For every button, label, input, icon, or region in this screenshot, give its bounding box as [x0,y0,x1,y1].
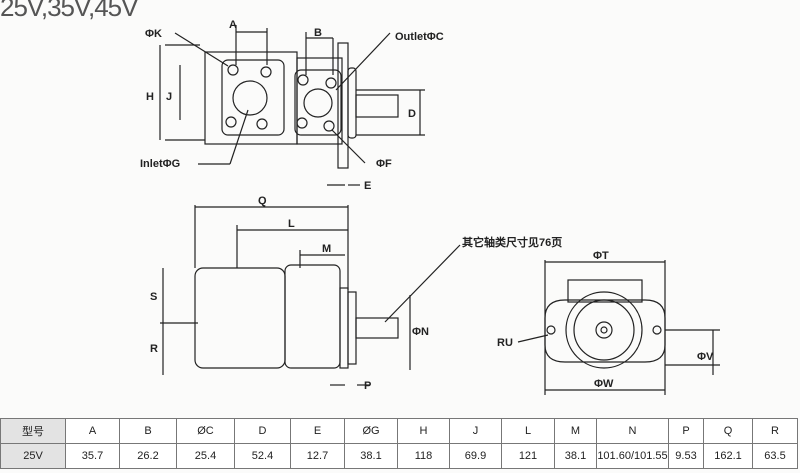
dim-B: B [314,27,322,39]
cell: 12.7 [290,443,345,469]
dim-H: H [146,91,154,103]
dim-RU: RU [497,337,513,349]
header-cell: R [752,418,798,444]
table-header-row: 型号 A B ØC D E ØG H J L M N P Q R [0,418,798,444]
dimension-table: 型号 A B ØC D E ØG H J L M N P Q R 25V 35.… [0,418,798,469]
dim-outlet: OutletΦC [395,31,444,43]
cell: 38.1 [344,443,398,469]
header-cell: Q [703,418,753,444]
cell: 9.53 [668,443,704,469]
header-cell: N [596,418,669,444]
dim-F: ΦF [376,158,392,170]
dim-K: ΦK [145,28,162,40]
cell: 25V [0,443,66,469]
dim-J: J [166,91,172,103]
header-cell: P [668,418,704,444]
dim-T: ΦT [593,250,609,262]
cell: 38.1 [554,443,597,469]
dim-V: ΦV [697,351,714,363]
dim-S: S [150,291,157,303]
dim-M: M [322,243,331,255]
front-view: Q L M S R ΦN P 其它轴类尺寸见76页 [150,195,562,392]
cell: 63.5 [752,443,798,469]
header-cell: L [501,418,555,444]
header-cell: M [554,418,597,444]
cell: 52.4 [234,443,291,469]
cell: 162.1 [703,443,753,469]
shaft-note: 其它轴类尺寸见76页 [462,235,562,249]
dim-N: ΦN [412,326,429,338]
header-cell: ØC [176,418,235,444]
technical-drawing: A B ΦK OutletΦC H J D InletΦG ΦF E Q L M… [140,19,720,395]
dim-P: P [364,380,371,392]
dim-R: R [150,343,158,355]
cell: 69.9 [449,443,502,469]
header-cell: H [397,418,450,444]
dim-inlet: InletΦG [140,158,180,170]
dim-D: D [408,108,416,120]
header-cell: D [234,418,291,444]
cell: 35.7 [65,443,120,469]
dim-A: A [229,19,237,31]
header-cell: A [65,418,120,444]
cell: 121 [501,443,555,469]
page-title: 25V,35V,45V [0,0,138,22]
header-cell: J [449,418,502,444]
header-cell: 型号 [0,418,66,444]
header-cell: ØG [344,418,398,444]
header-cell: E [290,418,345,444]
dim-Q: Q [258,195,267,207]
cell: 118 [397,443,450,469]
dim-L: L [288,218,295,230]
top-view: A B ΦK OutletΦC H J D InletΦG ΦF E [140,19,444,192]
table-row: 25V 35.7 26.2 25.4 52.4 12.7 38.1 118 69… [0,443,798,469]
dim-W: ΦW [594,378,614,390]
header-cell: B [119,418,177,444]
cell: 25.4 [176,443,235,469]
side-view: ΦT RU ΦV ΦW [497,250,720,395]
dim-E: E [364,180,371,192]
cell: 101.60/101.55 [596,443,669,469]
cell: 26.2 [119,443,177,469]
